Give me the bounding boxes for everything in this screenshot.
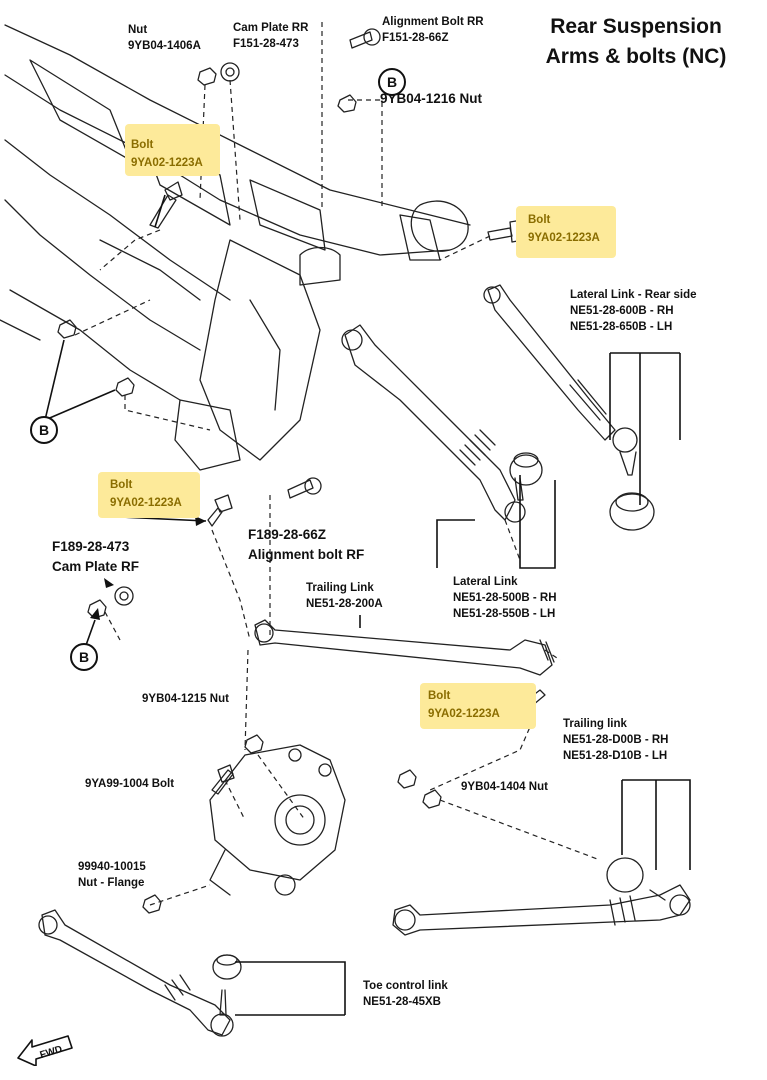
label-text: Cam Plate RR bbox=[233, 22, 309, 34]
trailing-link-upper-arm bbox=[254, 619, 555, 676]
highlight-bolt-upper-right: Bolt 9YA02-1223A bbox=[516, 206, 616, 258]
label-part-lh: NE51-28-D10B - LH bbox=[563, 750, 668, 762]
label-alignment-bolt-rf: F189-28-66Z Alignment bolt RF bbox=[248, 525, 364, 565]
label-lateral-link: Lateral Link NE51-28-500B - RH NE51-28-5… bbox=[453, 574, 557, 622]
label-lateral-link-rear: Lateral Link - Rear side NE51-28-600B - … bbox=[570, 287, 697, 335]
b-marker-top: B bbox=[378, 68, 406, 96]
label-part-number: NE51-28-45XB bbox=[363, 996, 441, 1008]
label-text: 9YB04-1404 Nut bbox=[461, 781, 548, 793]
label-text: 9YB04-1216 Nut bbox=[380, 91, 483, 106]
trailing-link-lower-arm bbox=[392, 857, 691, 936]
label-text: Lateral Link - Rear side bbox=[570, 289, 697, 301]
label-text: Trailing link bbox=[563, 718, 627, 730]
title-line-1: Rear Suspension bbox=[550, 15, 722, 38]
label-alignment-bolt-rr: Alignment Bolt RR F151-28-66Z bbox=[382, 14, 484, 46]
page-title: Rear Suspension Arms & bolts (NC) bbox=[520, 12, 752, 72]
forward-arrow-icon: FWD bbox=[17, 1035, 73, 1066]
label-text: Nut bbox=[128, 24, 148, 36]
label-text: Alignment bolt RF bbox=[248, 547, 365, 562]
label-text: Trailing Link bbox=[306, 582, 374, 594]
label-part-number: F189-28-66Z bbox=[248, 527, 327, 542]
label-cam-plate-rf: F189-28-473 Cam Plate RF bbox=[52, 537, 139, 577]
highlight-part-number: 9YA02-1223A bbox=[428, 708, 500, 720]
label-part-rh: NE51-28-D00B - RH bbox=[563, 734, 669, 746]
toe-control-link-arm bbox=[38, 909, 242, 1037]
label-text: Cam Plate RF bbox=[52, 559, 140, 574]
label-part-lh: NE51-28-650B - LH bbox=[570, 321, 673, 333]
label-toe-control-link: Toe control link NE51-28-45XB bbox=[363, 978, 448, 1010]
bushing-lateral bbox=[509, 454, 543, 486]
highlight-part-number: 9YA02-1223A bbox=[528, 232, 600, 244]
label-text: 9YA99-1004 Bolt bbox=[85, 778, 175, 790]
label-part-number: 9YB04-1406A bbox=[128, 40, 201, 52]
bushing-rear bbox=[609, 493, 655, 531]
b-marker-letter: B bbox=[78, 649, 90, 665]
b-marker-letter: B bbox=[386, 74, 398, 90]
highlight-label: Bolt bbox=[131, 139, 154, 151]
label-text: Alignment Bolt RR bbox=[382, 16, 484, 28]
label-nut-1216: 9YB04-1216 Nut bbox=[380, 89, 482, 109]
label-part-number: F151-28-66Z bbox=[382, 32, 449, 44]
label-nut-1406a: Nut 9YB04-1406A bbox=[128, 22, 201, 54]
label-text: Nut - Flange bbox=[78, 877, 145, 889]
label-part-lh: NE51-28-550B - LH bbox=[453, 608, 556, 620]
label-part-number: NE51-28-200A bbox=[306, 598, 383, 610]
rear-knuckle bbox=[209, 744, 346, 896]
label-nut-1404: 9YB04-1404 Nut bbox=[461, 779, 548, 795]
highlight-label: Bolt bbox=[428, 690, 451, 702]
lateral-link-rear-arm bbox=[483, 284, 638, 476]
label-trailing-link-upper: Trailing Link NE51-28-200A bbox=[306, 580, 383, 612]
b-marker-bottom: B bbox=[70, 643, 98, 671]
lateral-link-arm bbox=[341, 324, 526, 523]
label-part-number: F189-28-473 bbox=[52, 539, 130, 554]
label-part-rh: NE51-28-600B - RH bbox=[570, 305, 674, 317]
label-cam-plate-rr: Cam Plate RR F151-28-473 bbox=[233, 20, 308, 52]
label-text: Toe control link bbox=[363, 980, 448, 992]
highlight-bolt-lower-right: Bolt 9YA02-1223A bbox=[420, 683, 536, 729]
highlight-bolt-middle-left: Bolt 9YA02-1223A bbox=[98, 472, 200, 518]
highlight-part-number: 9YA02-1223A bbox=[110, 497, 182, 509]
label-trailing-link-lower: Trailing link NE51-28-D00B - RH NE51-28-… bbox=[563, 716, 668, 764]
label-nut-flange: 99940-10015 Nut - Flange bbox=[78, 859, 146, 891]
label-text: Lateral Link bbox=[453, 576, 518, 588]
label-part-number: F151-28-473 bbox=[233, 38, 299, 50]
b-marker-letter: B bbox=[38, 422, 50, 438]
label-bolt-1004: 9YA99-1004 Bolt bbox=[85, 776, 174, 792]
highlight-label: Bolt bbox=[528, 214, 551, 226]
label-part-number: 99940-10015 bbox=[78, 861, 146, 873]
label-nut-1215: 9YB04-1215 Nut bbox=[142, 691, 229, 707]
label-part-rh: NE51-28-500B - RH bbox=[453, 592, 557, 604]
highlight-bolt-upper-left: Bolt 9YA02-1223A bbox=[125, 124, 220, 176]
title-line-2: Arms & bolts (NC) bbox=[545, 45, 727, 68]
highlight-label: Bolt bbox=[110, 479, 133, 491]
highlight-part-number: 9YA02-1223A bbox=[131, 157, 203, 169]
label-text: 9YB04-1215 Nut bbox=[142, 693, 229, 705]
b-marker-left: B bbox=[30, 416, 58, 444]
